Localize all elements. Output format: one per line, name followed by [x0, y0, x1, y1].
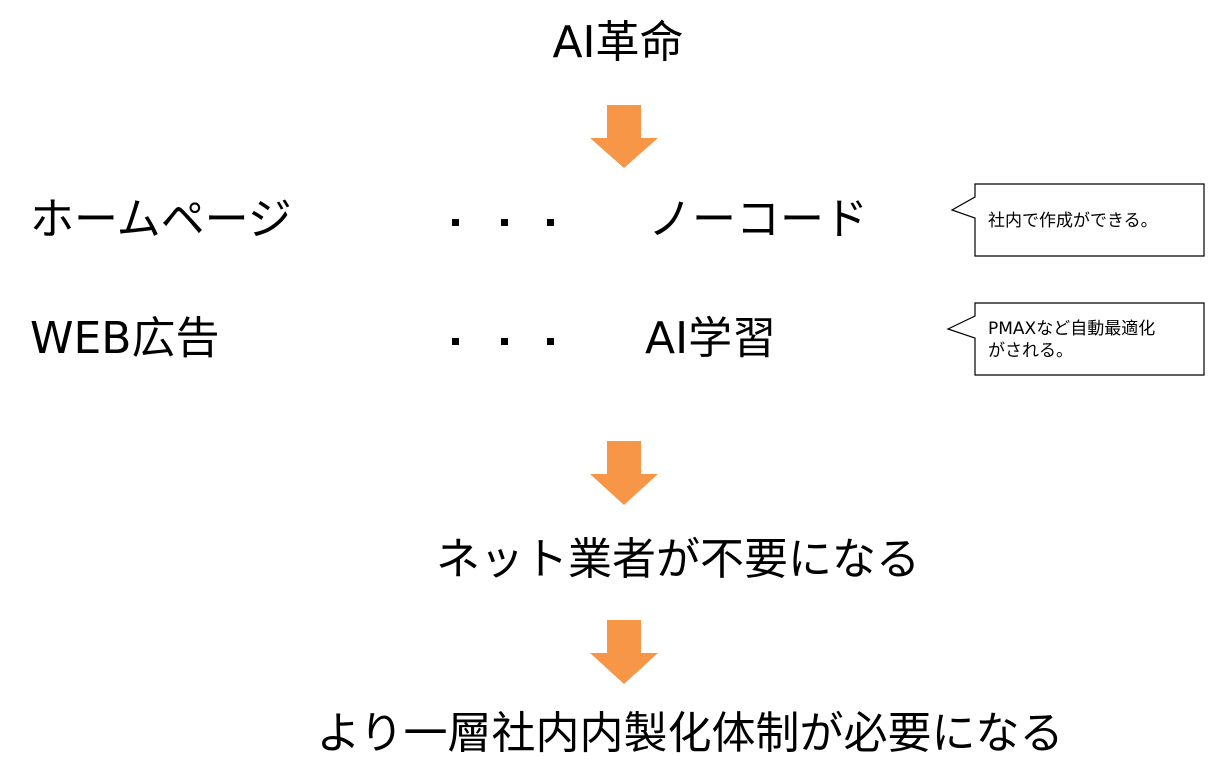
callout-box-2 [946, 302, 1205, 376]
row-right-ai-learning: AI学習 [645, 313, 777, 364]
dot [547, 219, 554, 226]
callout-box-1 [950, 183, 1205, 257]
dot [452, 219, 459, 226]
callout-text-1: 社内で作成ができる。 [988, 211, 1158, 231]
dot [501, 338, 508, 345]
dot [547, 338, 554, 345]
callout-text-2: PMAXなど自動最適化がされる。 [988, 319, 1156, 361]
row-left-web-ad: WEB広告 [30, 313, 220, 364]
dot [501, 219, 508, 226]
result-2: より一層社内内製化体制が必要になる [316, 708, 1064, 759]
row-right-nocode: ノーコード [648, 194, 868, 245]
dot [452, 338, 459, 345]
row-left-homepage: ホームページ [30, 194, 292, 245]
down-arrow-3 [590, 620, 658, 684]
down-arrow-1 [590, 105, 658, 168]
result-1: ネット業者が不要になる [436, 534, 920, 585]
down-arrow-2 [590, 441, 658, 505]
title: AI革命 [552, 17, 684, 68]
